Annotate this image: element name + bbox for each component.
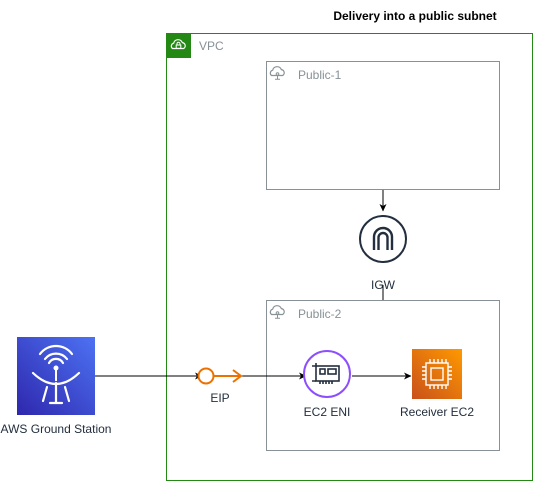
igw-label: IGW	[371, 278, 395, 292]
eip-node[interactable]	[196, 366, 244, 386]
subnet-label-public-1: Public-1	[298, 68, 342, 82]
satellite-dish-icon	[17, 337, 95, 415]
igw-node[interactable]	[358, 214, 408, 264]
vpc-icon	[166, 33, 191, 58]
subnet-label-public-2: Public-2	[298, 307, 342, 321]
eip-label: EIP	[210, 391, 230, 405]
ec2-instance-icon	[412, 349, 462, 399]
eni-node[interactable]	[302, 349, 352, 399]
network-interface-icon	[303, 350, 351, 398]
ground-station-node[interactable]	[17, 337, 95, 415]
subnet-public-1	[266, 61, 500, 190]
public-subnet-icon	[266, 300, 291, 325]
elastic-ip-icon	[197, 367, 243, 385]
eni-label: EC2 ENI	[303, 405, 351, 419]
ground-station-label: AWS Ground Station	[0, 422, 112, 436]
ec2-node[interactable]	[412, 349, 462, 399]
vpc-label: VPC	[199, 39, 224, 53]
diagram-title: Delivery into a public subnet	[333, 9, 497, 23]
public-subnet-icon	[266, 61, 291, 86]
ec2-label: Receiver EC2	[399, 405, 475, 419]
internet-gateway-icon	[359, 215, 407, 263]
